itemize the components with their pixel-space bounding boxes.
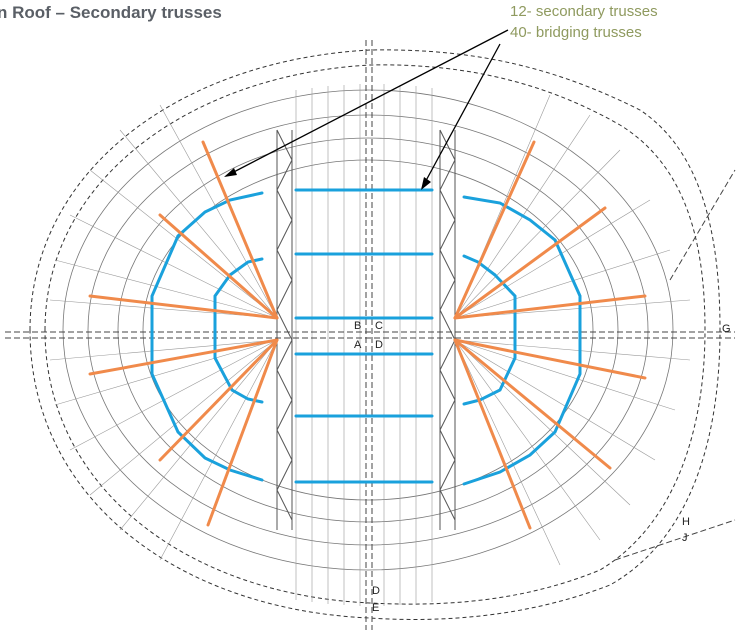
inner-rings: [62, 89, 674, 571]
bridging-truss: [462, 254, 497, 277]
legend-secondary-trusses: 12- secondary trusses: [510, 3, 658, 20]
secondary-truss: [453, 206, 607, 320]
grid-label-d-lower: D: [372, 585, 380, 597]
grid-label-d: D: [375, 339, 383, 351]
grid-label-e: E: [372, 602, 379, 614]
grid-label-g: G: [722, 323, 731, 335]
legend-bridging-trusses: 40- bridging trusses: [510, 24, 642, 41]
secondary-trusses: [88, 140, 647, 530]
bridging-truss: [176, 191, 264, 238]
central-purlins: [295, 84, 433, 606]
bridging-truss: [462, 238, 582, 486]
bridging-truss: [462, 273, 517, 406]
secondary-truss: [206, 338, 279, 527]
secondary-truss: [201, 140, 279, 320]
secondary-truss: [453, 338, 647, 380]
gridlines: [5, 40, 736, 630]
secondary-truss: [158, 338, 279, 462]
page-title: n Roof – Secondary trusses: [0, 3, 222, 22]
callout-arrows: [224, 29, 509, 190]
secondary-truss: [453, 338, 532, 530]
secondary-truss: [453, 294, 647, 320]
grid-label-b: B: [354, 320, 361, 332]
bridging-truss: [228, 257, 264, 277]
secondary-truss: [88, 338, 279, 376]
callout-arrow-bridging: [421, 43, 501, 189]
secondary-truss: [453, 140, 536, 320]
grid-label-h: H: [682, 516, 690, 528]
grid-label-j: J: [682, 532, 688, 544]
callout-arrow-secondary: [225, 29, 509, 177]
radial-rafters: [49, 94, 691, 566]
grid-label-c: C: [375, 320, 383, 332]
bridging-truss: [150, 234, 264, 482]
grid-label-a: A: [354, 339, 362, 351]
primary-trusses: [276, 129, 456, 530]
bridging-truss: [213, 273, 264, 404]
outer-boundary: [29, 49, 721, 620]
secondary-truss: [453, 338, 612, 470]
secondary-truss: [158, 213, 279, 320]
secondary-truss: [88, 294, 279, 320]
bridging-truss: [462, 195, 557, 242]
